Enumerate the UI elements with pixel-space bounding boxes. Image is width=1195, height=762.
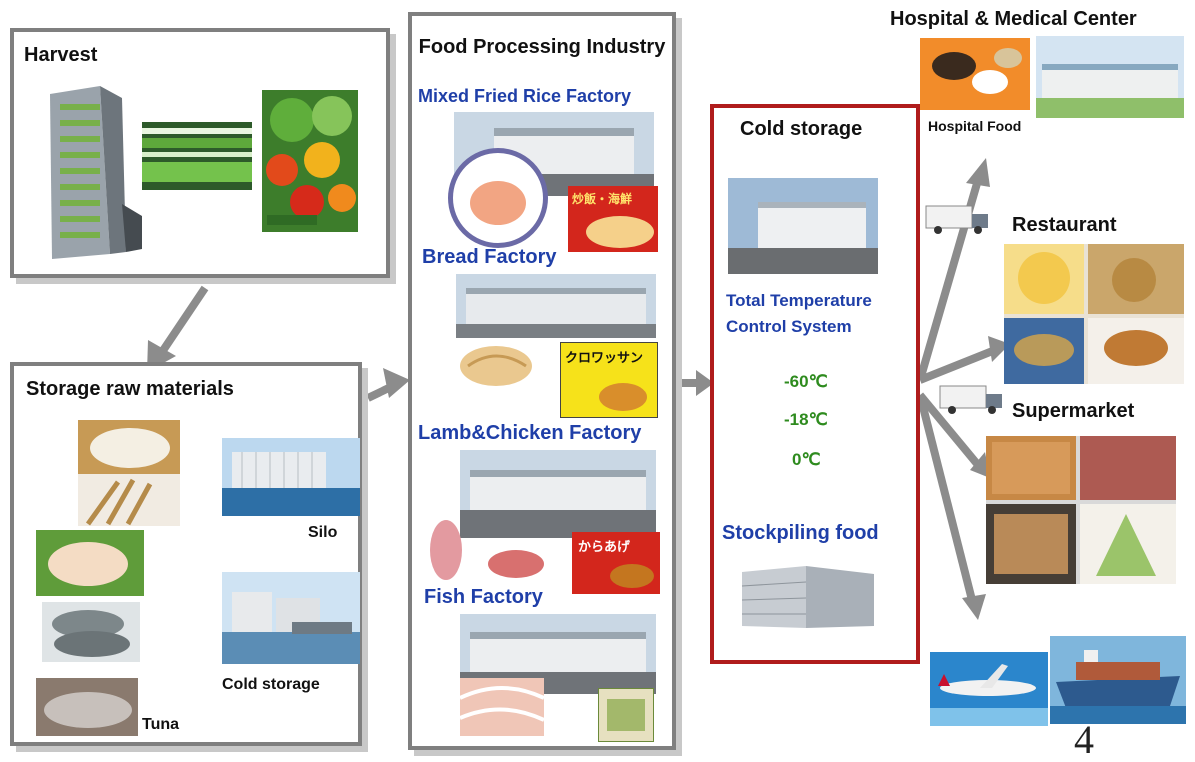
delivery-truck-top — [924, 204, 990, 234]
hospital-title: Hospital & Medical Center — [890, 8, 1137, 30]
airplane-image — [930, 652, 1048, 726]
tuna-image — [36, 678, 138, 736]
chicken-image — [36, 530, 144, 596]
arrow-cold-to-export — [916, 394, 976, 601]
temperature-control-label: Total Temperature Control System — [726, 291, 872, 336]
factory-title-lamb-chicken: Lamb&Chicken Factory — [418, 422, 642, 444]
rice-image — [78, 420, 180, 474]
silo-label: Silo — [308, 524, 338, 541]
croissant-package-text: クロワッサン — [565, 350, 644, 365]
stockpile-warehouse-image — [736, 562, 880, 634]
vertical-farm-image — [30, 84, 150, 264]
hospital-food-label: Hospital Food — [928, 118, 1022, 134]
restaurant-title: Restaurant — [1012, 214, 1117, 236]
fish-image — [42, 602, 140, 662]
fish-fillet-image — [460, 678, 544, 736]
factory-title-bread: Bread Factory — [422, 246, 557, 268]
arrow-cold-to-supermarket — [916, 392, 982, 468]
cold-storage-building-image — [728, 178, 878, 274]
storage-title: Storage raw materials — [26, 378, 234, 400]
stockpiling-food-label: Stockpiling food — [722, 522, 879, 544]
cold-storage-panel: Cold storage Total Temperature Control S… — [710, 104, 920, 664]
supermarket-food-image — [986, 436, 1176, 584]
fried-rice-package-text: 炒飯・海鮮 — [572, 192, 633, 206]
arrow-cold-to-restaurant — [918, 346, 997, 384]
karaage-package-image: からあげ — [572, 532, 660, 594]
temp-zero: 0℃ — [792, 450, 821, 469]
bread-factory-image — [456, 274, 656, 338]
storage-panel: Storage raw materials Tuna Silo Cold sto… — [10, 362, 362, 746]
delivery-truck-bottom — [938, 384, 1004, 414]
cold-storage-warehouse-image — [222, 572, 360, 664]
fried-rice-package-image: 炒飯・海鮮 — [568, 186, 658, 252]
fish-package-image — [598, 688, 654, 742]
lamb-leg-image — [424, 514, 468, 586]
lamb-chops-image — [484, 538, 550, 586]
harvest-panel: Harvest — [10, 28, 390, 278]
silo-image — [222, 438, 360, 516]
vegetables-image — [262, 90, 358, 232]
karaage-package-text: からあげ — [578, 539, 631, 554]
fried-rice-circle-image — [448, 148, 548, 248]
factory-title-fish: Fish Factory — [424, 586, 543, 608]
arrow-harvest-to-storage — [156, 285, 209, 358]
temp-minus-18: -18℃ — [784, 410, 828, 429]
cold-storage-title: Cold storage — [740, 118, 863, 140]
processing-panel: Food Processing Industry Mixed Fried Ric… — [408, 12, 676, 750]
temp-minus-60: -60℃ — [784, 372, 828, 391]
tuna-label: Tuna — [142, 716, 180, 733]
croissant-image — [456, 336, 542, 396]
container-ship-image — [1050, 636, 1186, 724]
restaurant-food-image — [1004, 244, 1184, 384]
harvest-title: Harvest — [24, 44, 98, 66]
hydroponic-rack-image — [142, 122, 252, 190]
lamb-chicken-factory-image — [460, 450, 656, 538]
page-number: 4 — [1074, 717, 1094, 762]
hospital-food-image — [920, 38, 1030, 110]
cold-storage-label: Cold storage — [222, 676, 320, 693]
wheat-flour-image — [78, 474, 180, 526]
supermarket-title: Supermarket — [1012, 400, 1135, 422]
croissant-package-image: クロワッサン — [560, 342, 658, 418]
factory-title-fried-rice: Mixed Fried Rice Factory — [418, 86, 632, 106]
processing-title: Food Processing Industry — [418, 36, 666, 58]
hospital-building-image — [1036, 36, 1184, 118]
